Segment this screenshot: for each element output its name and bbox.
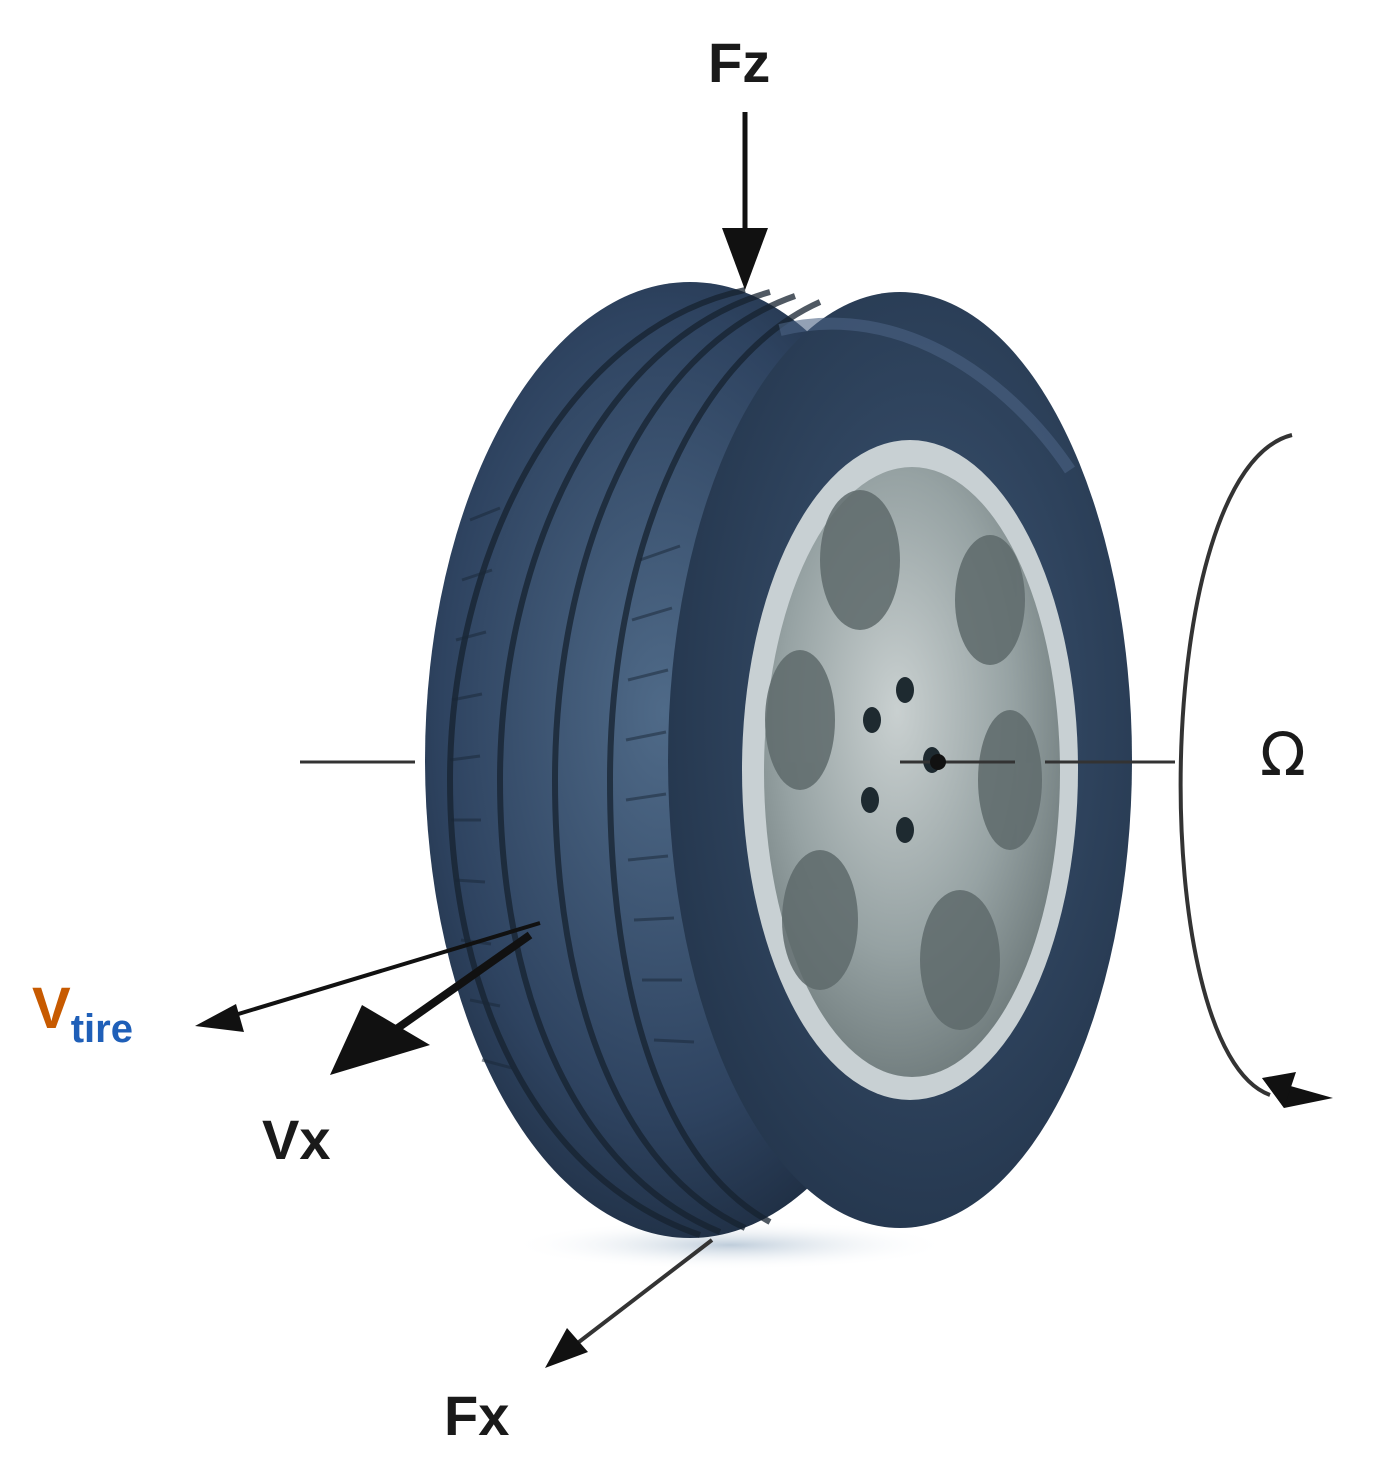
fz-label: Fz (708, 31, 771, 94)
vtire-arrow (195, 921, 541, 1032)
fz-arrow (722, 112, 768, 290)
fx-label: Fx (444, 1384, 510, 1447)
vx-label: Vx (262, 1108, 331, 1171)
fx-arrow (545, 1238, 714, 1368)
wheel-icon (742, 440, 1078, 1100)
vx-arrow (330, 931, 533, 1075)
omega-rotation-arrow (1178, 433, 1333, 1108)
axle-line (300, 754, 1175, 770)
vtire-subscript: tire (70, 1007, 133, 1051)
omega-label: Ω (1260, 720, 1306, 790)
vtire-label: Vtire (32, 980, 133, 1050)
vtire-main: V (32, 976, 71, 1041)
ground-shadow (510, 1220, 950, 1270)
